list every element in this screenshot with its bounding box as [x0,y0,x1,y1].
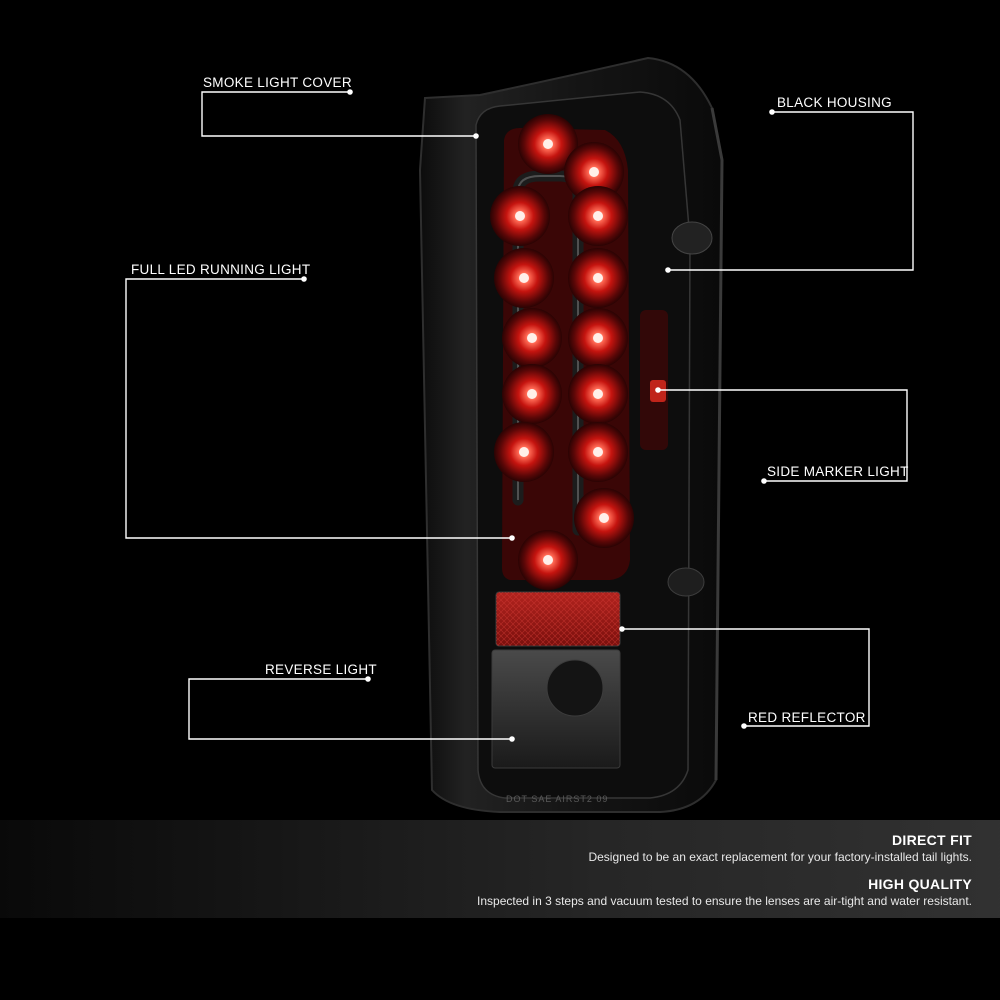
callout-dot [509,736,515,742]
callout-side-marker-light: SIDE MARKER LIGHT [767,464,909,479]
callout-dot [769,109,775,115]
led-core [599,513,609,523]
led-core [519,273,529,283]
led-core [527,389,537,399]
lens-marking: DOT SAE AIRST2 09 [506,794,608,804]
led-core [593,389,603,399]
callout-red-reflector: RED REFLECTOR [748,710,866,725]
callout-full-led-running-light: FULL LED RUNNING LIGHT [131,262,311,277]
callout-dot [619,626,625,632]
led-core [593,447,603,457]
callout-dot [741,723,747,729]
callout-line-smoke-cover [201,91,476,137]
led-core [519,447,529,457]
callout-dot [509,535,515,541]
feature-panel: DIRECT FIT Designed to be an exact repla… [0,820,1000,918]
callout-dot [301,276,307,282]
led-core [593,273,603,283]
callout-reverse-light: REVERSE LIGHT [265,662,377,677]
led-core [589,167,599,177]
led-core [593,211,603,221]
callout-dots [301,89,775,742]
housing-edge [710,107,724,781]
led-core [527,333,537,343]
callout-line-black-housing [668,111,914,271]
feature-description-high-quality: Inspected in 3 steps and vacuum tested t… [477,894,972,908]
callout-dot [365,676,371,682]
callout-black-housing: BLACK HOUSING [777,95,892,110]
callout-dot [655,387,661,393]
callout-dot [761,478,767,484]
feature-description-direct-fit: Designed to be an exact replacement for … [588,850,972,864]
callout-line-reverse [188,678,512,740]
led-core [543,139,553,149]
mount-stud-upper [671,221,713,255]
led-core [543,555,553,565]
led-core [515,211,525,221]
reverse-bulb-socket [546,659,604,717]
callout-dot [347,89,353,95]
tail-light: DOT SAE AIRST2 09 [418,56,724,813]
callout-line-led-running [125,278,512,539]
feature-title-direct-fit: DIRECT FIT [892,832,972,848]
led-array [490,114,634,590]
callout-dot [473,133,479,139]
callout-smoke-light-cover: SMOKE LIGHT COVER [203,75,352,90]
mount-stud-lower [667,567,705,597]
callout-line-reflector [622,628,870,727]
feature-title-high-quality: HIGH QUALITY [868,876,972,892]
red-reflector-texture [496,592,620,646]
callout-lines [125,91,914,740]
callout-dot [665,267,671,273]
led-core [593,333,603,343]
callout-line-side-marker [658,389,908,482]
